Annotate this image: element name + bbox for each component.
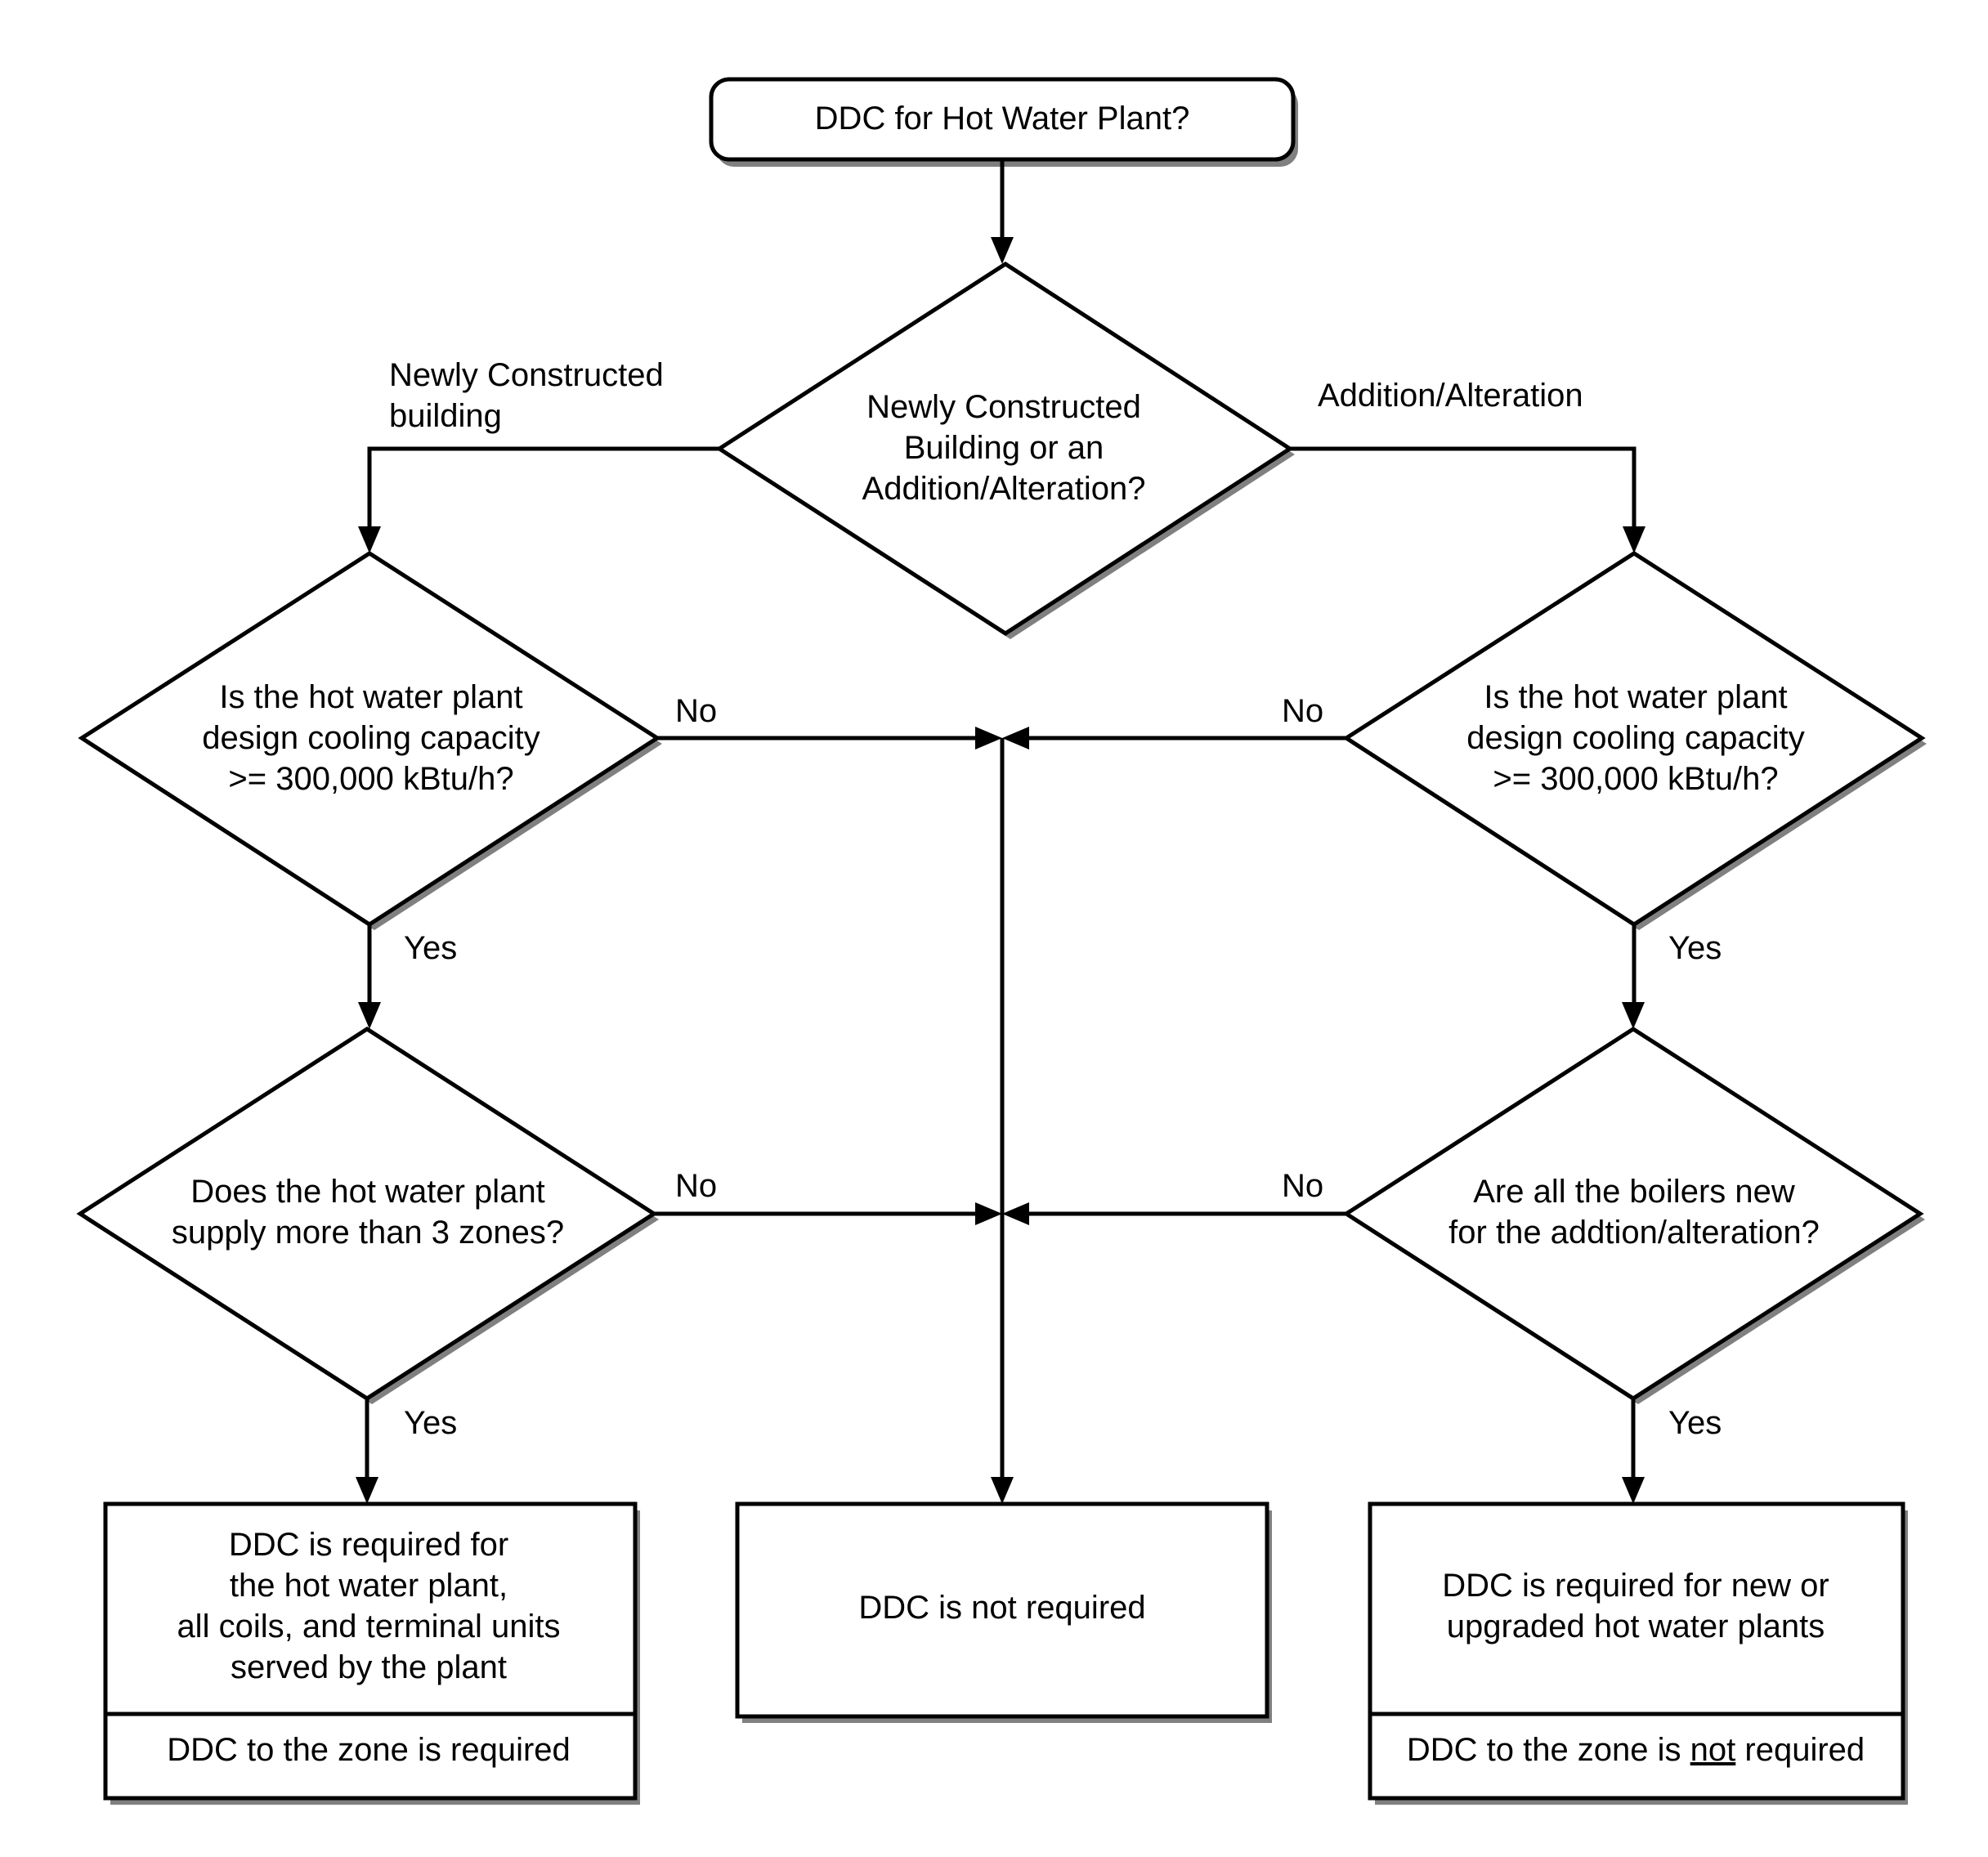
decision-zones-text: Does the hot water plant supply more tha…: [172, 1174, 564, 1251]
decision-capacity-left-line: design cooling capacity: [202, 720, 540, 756]
decision-capacity-left-line: >= 300,000 kBtu/h?: [228, 761, 513, 797]
arrowhead: [975, 727, 1002, 750]
arrowhead: [1002, 1202, 1029, 1225]
arrowhead: [1622, 1002, 1645, 1029]
label-no: No: [1282, 1168, 1323, 1204]
decision-building-type: [715, 262, 1294, 636]
arrowhead: [1622, 1477, 1645, 1504]
result-left-box: [103, 1501, 638, 1801]
result-right-box: [1368, 1501, 1905, 1801]
result-left-note: DDC to the zone is required: [167, 1732, 571, 1768]
decision-capacity-right-line: design cooling capacity: [1466, 720, 1805, 756]
result-left-line: the hot water plant,: [230, 1568, 508, 1604]
result-center-label: DDC is not required: [858, 1590, 1145, 1626]
arrowhead: [358, 526, 381, 553]
decision-zones: [76, 1027, 658, 1401]
arrowhead: [1623, 526, 1645, 553]
label-yes: Yes: [404, 930, 457, 966]
result-right-line: upgraded hot water plants: [1447, 1609, 1825, 1644]
start-label: DDC for Hot Water Plant?: [815, 101, 1190, 136]
decision-boilers: [1342, 1027, 1924, 1401]
result-right-line: DDC is required for new or: [1442, 1568, 1829, 1604]
result-left-line: all coils, and terminal units: [177, 1609, 560, 1644]
decision-capacity-left-text: Is the hot water plant design cooling ca…: [202, 679, 540, 797]
decision-boilers-line: for the addtion/alteration?: [1448, 1215, 1820, 1251]
result-left-text: DDC is required for the hot water plant,…: [167, 1527, 571, 1768]
result-right-note-emph: not: [1690, 1732, 1736, 1768]
arrowhead: [1002, 727, 1029, 750]
decision-capacity-right-line: Is the hot water plant: [1484, 679, 1787, 715]
decision-zones-line: supply more than 3 zones?: [172, 1215, 564, 1251]
arrowhead: [356, 1477, 378, 1504]
decision-building-type-line: Newly Constructed: [866, 389, 1141, 425]
decision-building-type-line: Building or an: [904, 430, 1104, 466]
branch-new-label: Newly Constructed: [389, 357, 664, 393]
arrowhead: [991, 1477, 1014, 1504]
result-left-line: served by the plant: [231, 1649, 507, 1685]
branch-new-label: building: [389, 398, 502, 434]
label-no: No: [1282, 693, 1323, 729]
arrowhead: [991, 237, 1014, 264]
decision-building-type-text: Newly Constructed Building or an Additio…: [862, 389, 1146, 507]
result-right-text: DDC is required for new or upgraded hot …: [1407, 1568, 1865, 1768]
decision-capacity-right-line: >= 300,000 kBtu/h?: [1493, 761, 1778, 797]
label-no: No: [675, 693, 717, 729]
branch-alteration-label: Addition/Alteration: [1318, 378, 1583, 414]
result-right-note-after: required: [1735, 1732, 1865, 1768]
label-no: No: [675, 1168, 717, 1204]
decision-building-type-line: Addition/Alteration?: [862, 471, 1146, 507]
result-center-box: [735, 1501, 1269, 1719]
label-yes: Yes: [1668, 930, 1722, 966]
decision-capacity-right-text: Is the hot water plant design cooling ca…: [1466, 679, 1805, 797]
label-yes: Yes: [404, 1405, 457, 1441]
label-yes: Yes: [1668, 1405, 1722, 1441]
decision-boilers-text: Are all the boilers new for the addtion/…: [1448, 1174, 1820, 1251]
arrowheads: [356, 237, 1645, 1504]
connectors: [365, 159, 1637, 1486]
result-right-note: DDC to the zone is not required: [1407, 1732, 1865, 1768]
decision-boilers-line: Are all the boilers new: [1473, 1174, 1795, 1210]
arrowhead: [975, 1202, 1002, 1225]
result-left-line: DDC is required for: [229, 1527, 508, 1563]
decision-zones-line: Does the hot water plant: [190, 1174, 545, 1210]
result-right-note-before: DDC to the zone is: [1407, 1732, 1690, 1768]
decision-capacity-left-line: Is the hot water plant: [219, 679, 522, 715]
arrowhead: [358, 1002, 381, 1029]
